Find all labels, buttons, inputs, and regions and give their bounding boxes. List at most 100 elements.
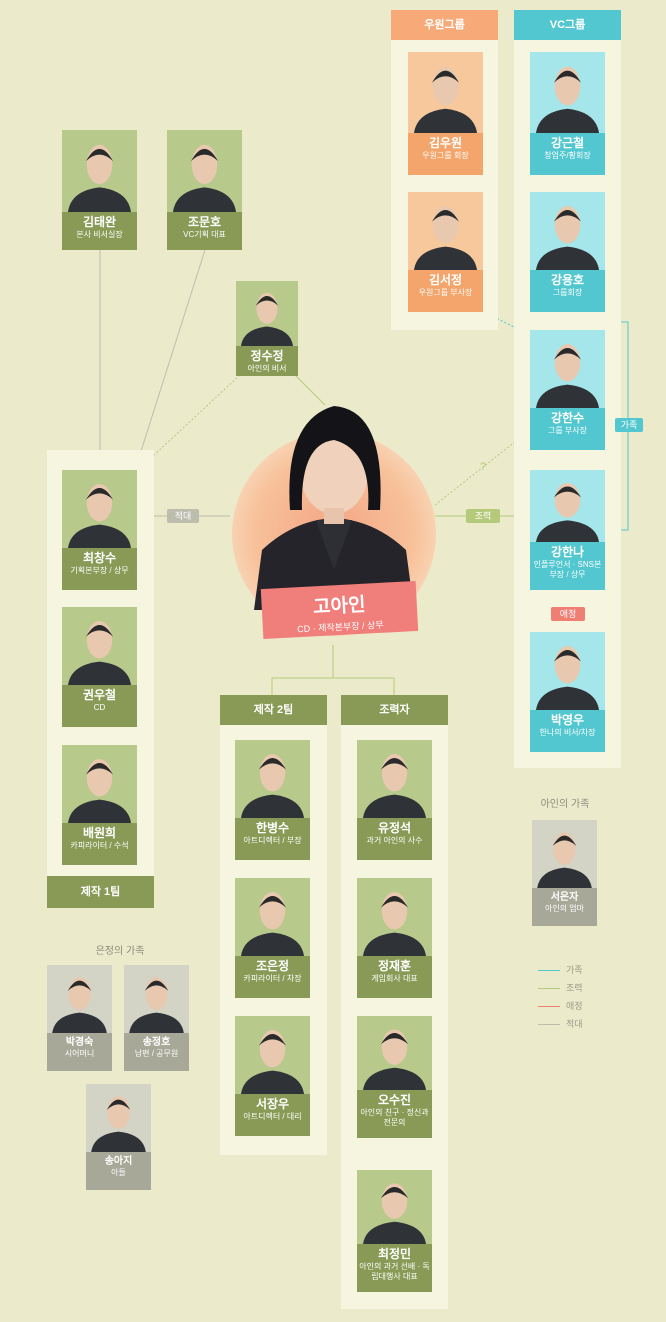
portrait-icon bbox=[47, 965, 112, 1033]
character-role: 아인의 친구 · 정신과 전문의 bbox=[360, 1108, 429, 1127]
portrait-icon bbox=[408, 192, 483, 270]
character-name: 강근철 bbox=[550, 136, 585, 150]
legend-hostile: 적대 bbox=[538, 1017, 583, 1030]
portrait-icon bbox=[124, 965, 189, 1033]
portrait-icon bbox=[530, 330, 605, 408]
character-name: 박영우 bbox=[550, 713, 585, 727]
character-role: 우원그룹 부사장 bbox=[418, 288, 473, 297]
portrait-icon bbox=[62, 745, 137, 823]
portrait-icon bbox=[530, 52, 605, 133]
character-role: 아인의 과거 선배 · 독립대행사 대표 bbox=[359, 1262, 430, 1281]
character-role: 아트디렉터 / 부장 bbox=[243, 836, 302, 845]
character-name: 정재훈 bbox=[377, 959, 412, 973]
cooperate-tag: 조력 bbox=[466, 509, 500, 523]
family-tag: 가족 bbox=[615, 418, 643, 432]
character-name: 강용호 bbox=[550, 273, 585, 287]
character-role: 한나의 비서/차장 bbox=[539, 728, 596, 737]
character-name: 김태완 bbox=[82, 215, 117, 229]
portrait-icon bbox=[167, 130, 242, 212]
character-name: 최정민 bbox=[377, 1247, 412, 1261]
portrait-icon bbox=[62, 607, 137, 685]
character-role: 카피라이터 / 수석 bbox=[70, 841, 129, 850]
character-role: 우원그룹 회장 bbox=[422, 151, 469, 160]
character-name: 유정석 bbox=[377, 821, 412, 835]
legend-cooperate: 조력 bbox=[538, 981, 583, 994]
unknown-mark: ? bbox=[480, 461, 487, 473]
character-name: 강한수 bbox=[550, 411, 585, 425]
team2-header: 제작 2팀 bbox=[220, 695, 327, 725]
woowon-group-header: 우원그룹 bbox=[391, 10, 498, 40]
character-role: 그룹회장 bbox=[552, 288, 583, 297]
hostile-tag: 적대 bbox=[167, 509, 199, 523]
portrait-icon bbox=[235, 878, 310, 956]
portrait-icon bbox=[408, 52, 483, 133]
character-name: 박경숙 bbox=[65, 1037, 94, 1048]
portrait-icon bbox=[86, 1084, 151, 1152]
character-role: 아인의 비서 bbox=[247, 364, 287, 373]
portrait-icon bbox=[62, 470, 137, 548]
character-role: VC기획 대표 bbox=[183, 230, 226, 239]
portrait-icon bbox=[236, 281, 298, 346]
portrait-icon bbox=[530, 192, 605, 270]
character-role: 남편 / 공무원 bbox=[134, 1049, 179, 1058]
portrait-icon bbox=[357, 1170, 432, 1244]
portrait-icon bbox=[357, 1016, 432, 1090]
character-name: 권우철 bbox=[82, 688, 117, 702]
character-role: 아인의 엄마 bbox=[544, 904, 585, 913]
portrait-icon bbox=[532, 820, 597, 888]
character-name: 송정호 bbox=[142, 1037, 171, 1048]
portrait-icon bbox=[530, 632, 605, 710]
character-role: 인플루언서 · SNS본부장 / 상무 bbox=[533, 560, 602, 579]
character-name: 최창수 bbox=[82, 551, 117, 565]
character-name: 서은자 bbox=[550, 892, 579, 903]
character-role: 창업주/황회장 bbox=[544, 151, 591, 160]
character-name: 김서정 bbox=[428, 273, 463, 287]
character-role: 아들 bbox=[111, 1168, 126, 1177]
character-role: 그룹 부사장 bbox=[547, 426, 588, 435]
character-role: 아트디렉터 / 대리 bbox=[243, 1112, 302, 1121]
love-tag: 애정 bbox=[551, 607, 585, 621]
character-name: 한병수 bbox=[255, 821, 290, 835]
character-name: 오수진 bbox=[377, 1093, 412, 1107]
character-role: 시어머니 bbox=[64, 1049, 95, 1058]
vc-group-header: VC그룹 bbox=[514, 10, 621, 40]
helpers-header: 조력자 bbox=[341, 695, 448, 725]
character-name: 송아지 bbox=[104, 1156, 133, 1167]
ain-family-header: 아인의 가족 bbox=[540, 799, 590, 810]
eunjeong-family-header: 은정의 가족 bbox=[95, 946, 145, 957]
center-name-card: 고아인 CD · 제작본부장 / 상무 bbox=[260, 580, 419, 640]
